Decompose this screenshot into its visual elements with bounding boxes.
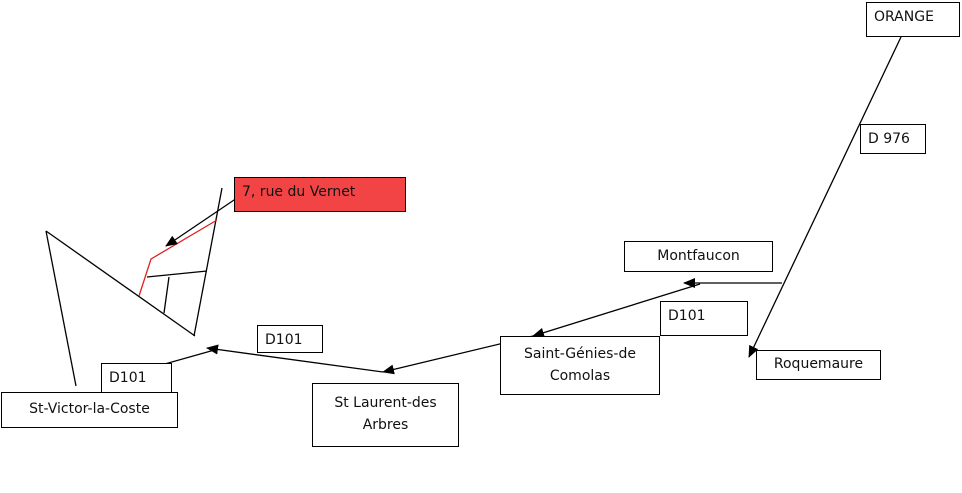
- road-label-d101-st-laurent: D101: [257, 325, 323, 353]
- road-d101-st-laurent-village: [206, 344, 384, 373]
- road-label-d101-montfaucon: D101: [660, 301, 748, 336]
- destination-label: 7, rue du Vernet: [234, 177, 406, 212]
- place-label-orange: ORANGE: [866, 2, 960, 37]
- road-d101-montfaucon-saint-genies: [532, 283, 701, 338]
- place-label-montfaucon: Montfaucon: [624, 241, 773, 272]
- road-label-d101-st-victor: D101: [101, 363, 172, 393]
- destination-pointer-arrow: [165, 197, 238, 247]
- village-boundary-top: [45, 230, 196, 337]
- road-d976-orange-roquemaure: [748, 36, 902, 358]
- village-street-inner: [163, 276, 170, 314]
- road-label-d976: D 976: [860, 124, 926, 154]
- place-label-saint-genies: Saint-Génies-de Comolas: [500, 336, 660, 395]
- village-outline: [45, 187, 223, 387]
- village-boundary-left: [45, 230, 77, 387]
- place-label-st-victor: St-Victor-la-Coste: [1, 392, 178, 428]
- village-street-cross: [146, 270, 208, 278]
- place-label-roquemaure: Roquemaure: [756, 350, 881, 380]
- place-label-st-laurent: St Laurent-des Arbres: [312, 383, 459, 447]
- destination-street-highlight: [138, 219, 218, 297]
- village-boundary-right: [193, 187, 223, 337]
